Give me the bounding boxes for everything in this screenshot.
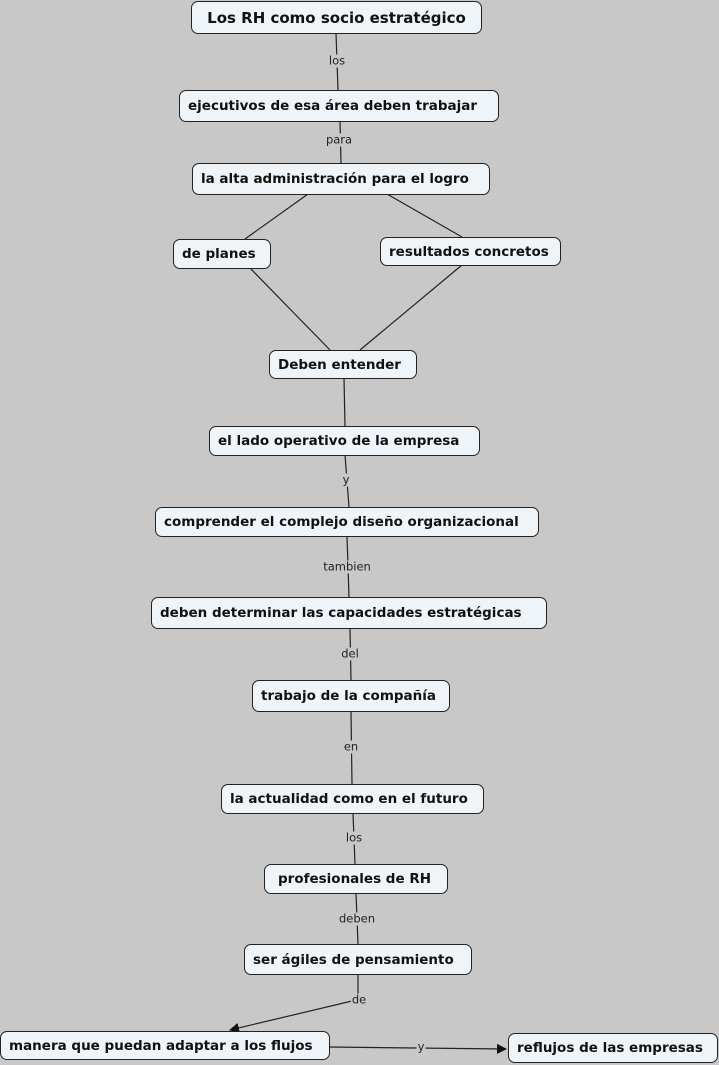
linking-phrase[interactable]: los xyxy=(327,53,347,68)
concept-node[interactable]: manera que puedan adaptar a los flujos xyxy=(0,1031,330,1060)
concept-node[interactable]: ejecutivos de esa área deben trabajar xyxy=(179,90,499,122)
concept-node[interactable]: deben determinar las capacidades estraté… xyxy=(151,597,547,629)
concept-node[interactable]: de planes xyxy=(173,239,271,269)
concept-node[interactable]: comprender el complejo diseño organizaci… xyxy=(155,507,539,537)
linking-phrase[interactable]: deben xyxy=(337,911,377,926)
linking-phrase[interactable]: y xyxy=(416,1039,426,1054)
concept-node[interactable]: reflujos de las empresas xyxy=(508,1033,718,1063)
concept-node[interactable]: la alta administración para el logro xyxy=(192,163,490,195)
linking-phrase[interactable]: y xyxy=(341,472,351,487)
linking-phrase[interactable]: del xyxy=(340,646,360,661)
concept-node[interactable]: resultados concretos xyxy=(380,237,561,266)
link-line xyxy=(249,267,331,351)
linking-phrase[interactable]: para xyxy=(324,132,354,147)
concept-node[interactable]: ser ágiles de pensamiento xyxy=(244,944,472,975)
link-line xyxy=(359,264,463,351)
concept-root[interactable]: Los RH como socio estratégico xyxy=(191,1,482,34)
link-line xyxy=(386,193,463,238)
concept-node[interactable]: la actualidad como en el futuro xyxy=(221,784,484,814)
concept-node[interactable]: Deben entender xyxy=(269,350,417,379)
linking-phrase[interactable]: los xyxy=(344,830,364,845)
linking-phrase[interactable]: en xyxy=(342,739,360,754)
link-line xyxy=(244,193,309,240)
arrow-line xyxy=(229,1000,353,1033)
link-line xyxy=(343,377,346,427)
linking-phrase[interactable]: tambien xyxy=(322,559,372,574)
concept-node[interactable]: profesionales de RH xyxy=(264,864,448,894)
concept-node[interactable]: el lado operativo de la empresa xyxy=(209,426,480,456)
linking-phrase[interactable]: de xyxy=(350,992,368,1007)
concept-node[interactable]: trabajo de la compañía xyxy=(252,680,450,712)
